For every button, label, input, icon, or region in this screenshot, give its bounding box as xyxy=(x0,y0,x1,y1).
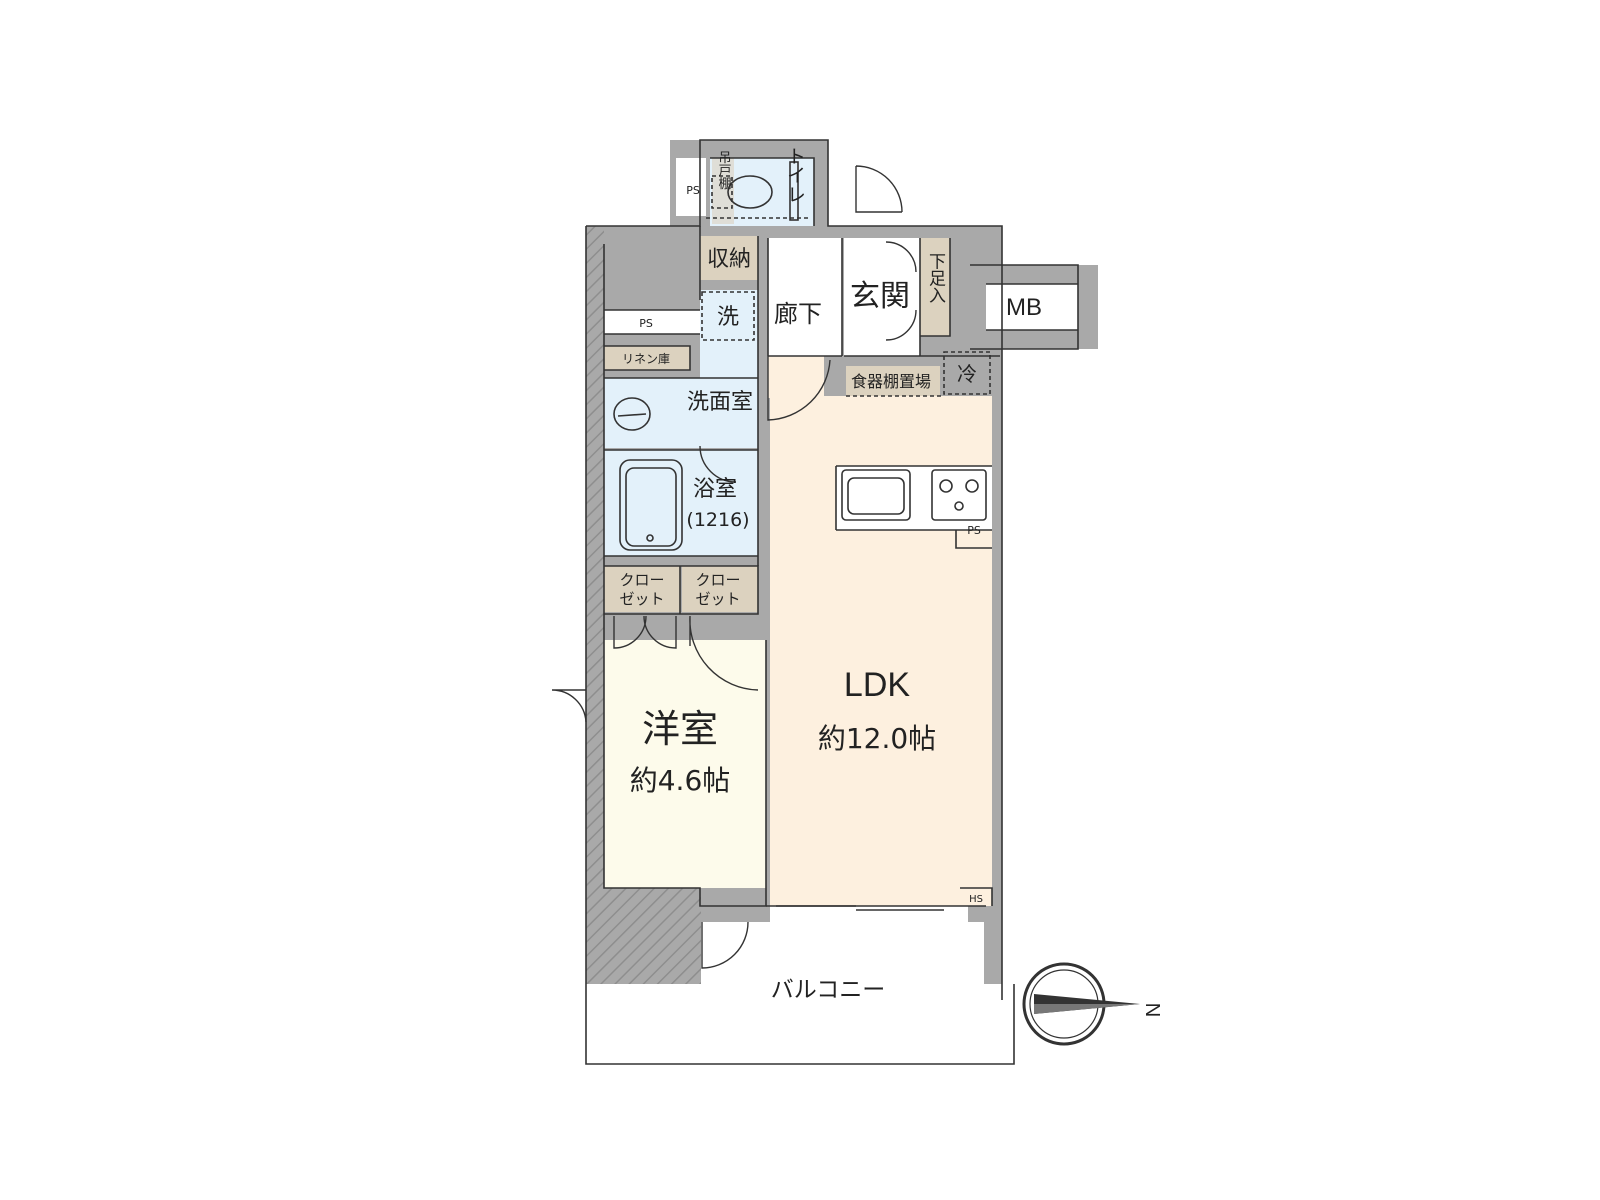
label-hallway: 廊下 xyxy=(774,300,822,328)
label-closet2-line2: ゼット xyxy=(695,590,740,608)
label-balcony: バルコニー xyxy=(771,977,886,1003)
label-compass-n: N xyxy=(1141,1003,1163,1017)
wash-basin xyxy=(613,397,651,431)
label-bath-size: (1216) xyxy=(686,509,749,531)
label-ldk-size: 約12.0帖 xyxy=(818,722,936,755)
label-storage: 収納 xyxy=(707,247,751,272)
label-ps-toilet: PS xyxy=(686,184,700,197)
stove xyxy=(931,469,987,521)
label-closet1-line1: クロー xyxy=(619,571,664,589)
label-mb: MB xyxy=(1006,294,1042,321)
label-ps-left: PS xyxy=(639,317,653,330)
label-shoe-box: 下足入 xyxy=(925,253,946,304)
label-washroom: 洗面室 xyxy=(687,390,753,415)
label-western-size: 約4.6帖 xyxy=(630,764,731,797)
label-closet1-line2: ゼット xyxy=(619,590,664,608)
label-pantry: 食器棚置場 xyxy=(851,372,931,391)
labels: トイレ 吊戸棚 PS 収納 廊下 玄関 下足入 MB PS リネン庫 洗 洗面室… xyxy=(619,147,1163,1018)
label-closet2-line1: クロー xyxy=(695,571,740,589)
label-ps-kitchen: PS xyxy=(967,524,981,537)
label-toilet: トイレ xyxy=(784,147,806,204)
bathtub xyxy=(619,459,683,551)
kitchen-sink xyxy=(841,469,911,521)
compass-icon xyxy=(1022,962,1140,1046)
label-linen: リネン庫 xyxy=(622,352,670,366)
storage-areas xyxy=(604,158,950,612)
label-ldk: LDK xyxy=(844,666,910,704)
label-western: 洋室 xyxy=(642,707,718,751)
fridge-space xyxy=(846,351,991,397)
washer-space xyxy=(701,291,755,341)
label-hs: HS xyxy=(969,894,983,905)
label-washer: 洗 xyxy=(717,305,739,330)
label-entrance: 玄関 xyxy=(850,279,910,314)
line-work xyxy=(585,139,1079,1065)
toilet-fixture xyxy=(706,161,808,221)
doors xyxy=(551,165,944,969)
label-toilet-cabinet: 吊戸棚 xyxy=(716,151,732,190)
room-floors xyxy=(586,158,1078,1064)
label-bathroom: 浴室 xyxy=(693,477,737,502)
label-fridge: 冷 xyxy=(957,362,977,386)
